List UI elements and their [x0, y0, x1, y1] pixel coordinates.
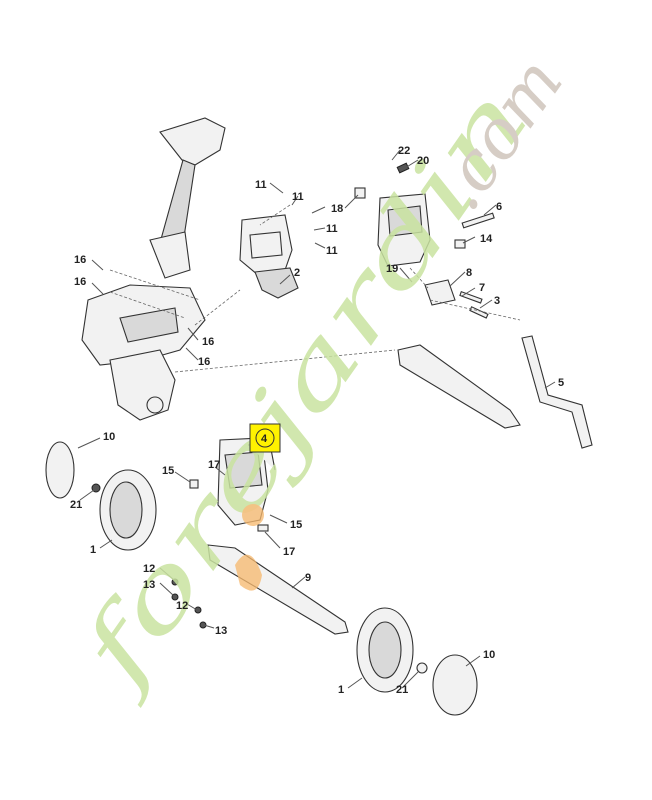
part-label-18[interactable]: 18 [331, 203, 343, 215]
part-label-11[interactable]: 11 [292, 191, 304, 203]
part-label-12[interactable]: 12 [176, 600, 188, 612]
part-label-6[interactable]: 6 [496, 201, 502, 213]
part-label-7[interactable]: 7 [479, 282, 485, 294]
part-label-3[interactable]: 3 [494, 295, 500, 307]
part-label-22[interactable]: 22 [398, 145, 410, 157]
part-label-11[interactable]: 11 [326, 223, 338, 235]
part-labels: 22 20 11 11 11 11 18 6 14 16 16 16 16 2 … [70, 145, 564, 696]
part-label-15[interactable]: 15 [162, 465, 174, 477]
part-label-9[interactable]: 9 [305, 572, 311, 584]
leader-lines-upper [109, 204, 521, 373]
part-label-5[interactable]: 5 [558, 377, 564, 389]
wheel-right [356, 607, 478, 716]
part-label-17[interactable]: 17 [283, 546, 295, 558]
part-label-8[interactable]: 8 [466, 267, 472, 279]
handle-housing-assembly [81, 117, 226, 421]
wheel-left [45, 441, 157, 551]
right-bracket-group [354, 162, 495, 319]
part-label-19[interactable]: 19 [386, 263, 398, 275]
part-label-13[interactable]: 13 [215, 625, 227, 637]
part-label-11[interactable]: 11 [326, 245, 338, 257]
watermark-orange-stroke [235, 554, 262, 591]
part-label-16[interactable]: 16 [74, 254, 86, 266]
watermark-orange-dot [242, 504, 264, 526]
part-label-17[interactable]: 17 [208, 459, 220, 471]
bracket-part-2 [239, 214, 299, 299]
part-label-11[interactable]: 11 [255, 179, 267, 191]
part-label-12[interactable]: 12 [143, 563, 155, 575]
part-label-10[interactable]: 10 [483, 649, 495, 661]
handle-tube-part-5 [397, 335, 593, 449]
part-label-1[interactable]: 1 [338, 684, 344, 696]
part-label-16[interactable]: 16 [202, 336, 214, 348]
part-label-10[interactable]: 10 [103, 431, 115, 443]
part-label-15[interactable]: 15 [290, 519, 302, 531]
part-label-16[interactable]: 16 [74, 276, 86, 288]
highlight-circle [255, 428, 275, 448]
part-label-21[interactable]: 21 [70, 499, 82, 511]
part-label-4: 4 [261, 433, 268, 445]
part-label-20[interactable]: 20 [417, 155, 429, 167]
highlight-part-4[interactable]: 4 [249, 423, 281, 453]
part-label-2[interactable]: 2 [294, 267, 300, 279]
label-leaders [77, 149, 556, 689]
part-label-14[interactable]: 14 [480, 233, 493, 245]
part-label-16[interactable]: 16 [198, 356, 210, 368]
part-label-13[interactable]: 13 [143, 579, 155, 591]
part-label-21[interactable]: 21 [396, 684, 408, 696]
part-label-1[interactable]: 1 [90, 544, 96, 556]
